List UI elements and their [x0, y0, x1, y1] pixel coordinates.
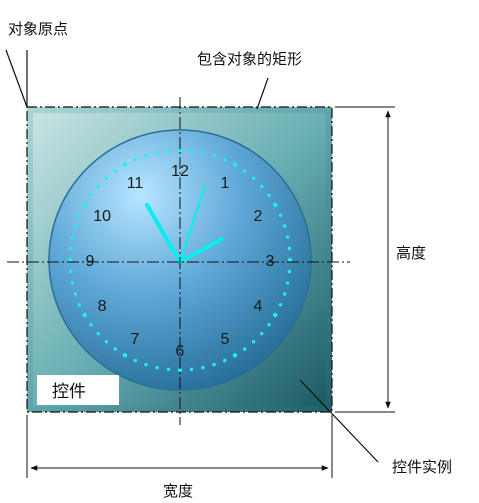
minute-dot	[166, 148, 171, 153]
minute-dot	[96, 184, 101, 189]
minute-dot	[77, 213, 82, 217]
minute-dot	[177, 367, 183, 373]
minute-dot	[133, 157, 137, 162]
second-hand	[179, 185, 206, 263]
minute-dot	[70, 235, 75, 239]
minute-dot	[232, 353, 238, 358]
minute-dot	[122, 162, 128, 167]
clock-numeral-8: 8	[98, 298, 107, 315]
leader-lines	[5, 49, 379, 463]
minute-dot	[267, 193, 271, 197]
clock-numeral-4: 4	[253, 298, 262, 315]
object-origin-label: 对象原点	[8, 20, 68, 38]
width-dimension	[26, 415, 333, 478]
minute-dot	[282, 292, 287, 296]
minute-hand	[178, 237, 224, 264]
minute-dot	[273, 312, 278, 318]
minute-dot	[70, 281, 75, 285]
control-tag: 控件	[37, 375, 119, 405]
minute-dot	[189, 148, 194, 153]
minute-dot	[212, 362, 216, 367]
minute-dot	[212, 153, 216, 158]
height-dimension	[335, 106, 395, 413]
minute-dot	[189, 367, 194, 372]
origin-leader	[5, 49, 28, 108]
minute-dot	[287, 257, 293, 263]
minute-dot	[201, 150, 205, 155]
minute-dot	[155, 150, 159, 155]
minute-dots	[67, 147, 293, 373]
minute-dot	[243, 347, 247, 351]
center-axes	[7, 97, 350, 425]
minute-dot	[96, 331, 101, 336]
minute-dot	[89, 323, 93, 327]
minute-dot	[267, 323, 271, 327]
minute-dot	[73, 292, 78, 296]
clock-numeral-6: 6	[176, 343, 185, 360]
minute-dot	[155, 365, 159, 370]
minute-dot	[73, 224, 78, 228]
bounding-rect-label: 包含对象的矩形	[197, 50, 302, 68]
minute-dot	[82, 312, 87, 318]
minute-dot	[287, 269, 292, 274]
minute-dot	[68, 269, 73, 274]
minute-dot	[68, 246, 73, 251]
minute-dot	[77, 303, 82, 307]
minute-dot	[113, 347, 118, 351]
minute-dot	[232, 162, 238, 167]
minute-dot	[278, 303, 283, 307]
minute-dot	[243, 169, 247, 173]
minute-dot	[133, 358, 137, 363]
minute-dot	[260, 184, 264, 189]
minute-dot	[278, 213, 283, 217]
clock-numeral-12: 12	[171, 163, 189, 180]
clock-numeral-7: 7	[131, 331, 140, 348]
rect-leader	[256, 77, 269, 110]
control-tag-label: 控件	[52, 382, 86, 402]
minute-dot	[223, 358, 227, 363]
minute-dot	[223, 157, 227, 162]
minute-dot	[282, 224, 287, 228]
minute-dot	[287, 246, 292, 251]
minute-dot	[251, 176, 256, 180]
minute-dot	[122, 353, 128, 358]
clock-numeral-1: 1	[221, 175, 230, 192]
hour-hand	[145, 203, 182, 264]
minute-dot	[285, 281, 290, 285]
width-label: 宽度	[163, 482, 193, 500]
minute-dot	[177, 147, 183, 153]
clock-numeral-11: 11	[127, 175, 144, 192]
minute-dot	[251, 340, 256, 344]
clock-numeral-5: 5	[221, 331, 230, 348]
minute-dot	[67, 257, 73, 263]
minute-dot	[273, 202, 278, 208]
minute-dot	[201, 365, 205, 370]
clock-hands	[145, 185, 224, 264]
minute-dot	[82, 202, 87, 208]
minute-dot	[113, 169, 118, 173]
minute-dot	[285, 235, 290, 239]
bounding-rectangle	[26, 106, 333, 413]
minute-dot	[260, 331, 264, 336]
clock-numeral-2: 2	[253, 208, 262, 225]
clock-numeral-10: 10	[93, 208, 111, 225]
minute-dot	[144, 362, 148, 367]
minute-dot	[104, 176, 109, 180]
minute-dot	[104, 340, 109, 344]
control-instance-label: 控件实例	[392, 458, 452, 476]
height-label: 高度	[396, 244, 426, 262]
minute-dot	[166, 367, 171, 372]
minute-dot	[144, 153, 148, 158]
instance-leader	[299, 379, 379, 463]
minute-dot	[89, 193, 93, 197]
